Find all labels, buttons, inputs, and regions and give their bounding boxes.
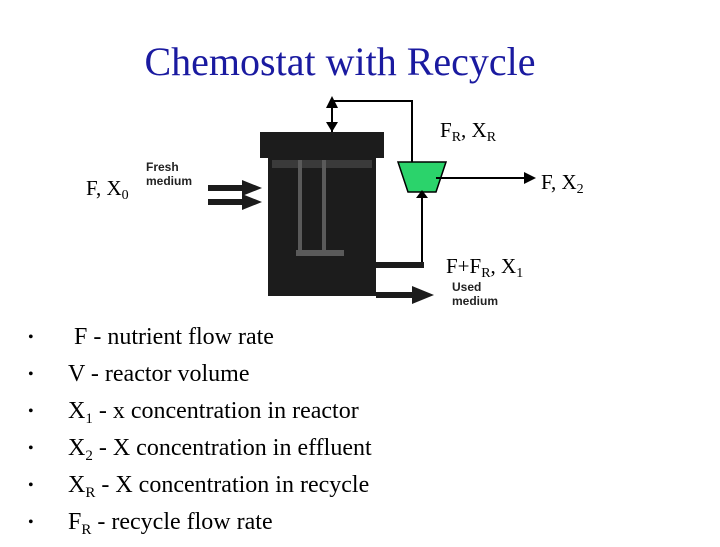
separator-feed-arrowhead — [416, 190, 428, 198]
page-title: Chemostat with Recycle — [144, 39, 536, 84]
definition-item: •FR - recycle flow rate — [28, 509, 273, 538]
definitions-list: • F - nutrient flow rate •V - reactor vo… — [28, 320, 372, 542]
definition-item: •X1 - x concentration in reactor — [28, 398, 359, 427]
outlet-arrow — [376, 286, 434, 304]
effluent-arrowhead — [524, 172, 536, 184]
reactor-vessel — [260, 132, 384, 296]
inlet-label: F, X0 — [86, 176, 129, 203]
outflow-pipe — [374, 262, 424, 268]
recycle-label: FR, XR — [440, 118, 497, 145]
separator — [396, 161, 448, 193]
recycle-line — [331, 100, 413, 172]
outflow-label: F+FR, X1 — [446, 254, 524, 281]
definition-item: • F - nutrient flow rate — [28, 324, 274, 350]
effluent-label: F, X2 — [541, 170, 584, 197]
recycle-inlet-arrowhead — [326, 122, 338, 132]
inlet-arrows — [208, 180, 262, 210]
recycle-arrowhead — [326, 96, 338, 108]
definition-item: •V - reactor volume — [28, 361, 250, 387]
definition-item: •XR - X concentration in recycle — [28, 472, 370, 501]
definition-item: •X2 - X concentration in effluent — [28, 435, 372, 464]
